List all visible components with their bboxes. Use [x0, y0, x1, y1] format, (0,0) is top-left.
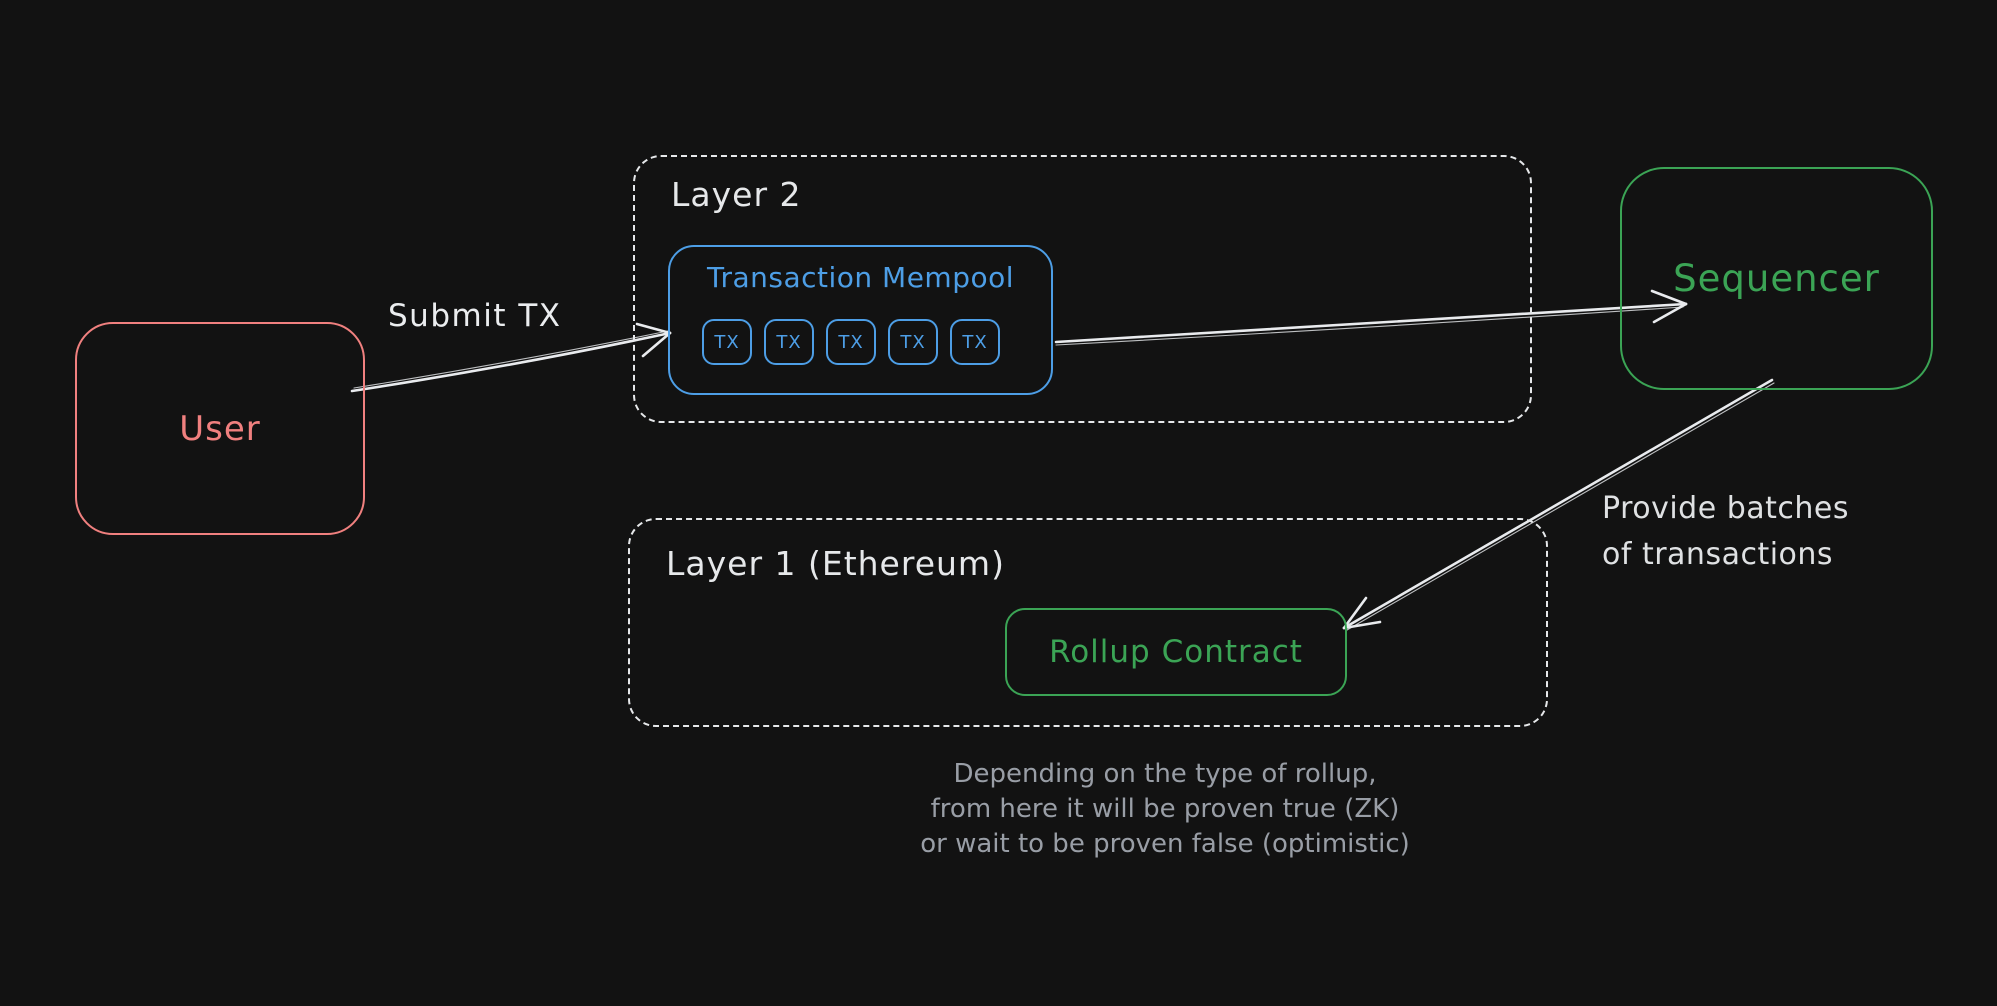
layer2-container: Layer 2	[633, 155, 1532, 423]
transaction-mempool-label: Transaction Mempool	[706, 261, 1015, 294]
tx-chip: TX	[702, 319, 752, 365]
user-box: User	[75, 322, 365, 535]
rollup-type-note: Depending on the type of rollup, from he…	[920, 759, 1410, 859]
tx-row: TX TX TX TX TX	[702, 319, 1000, 365]
provide-batches-edge-label: Provide batches of transactions	[1602, 491, 1850, 572]
tx-chip: TX	[888, 319, 938, 365]
layer2-label: Layer 2	[671, 175, 802, 214]
sequencer-box: Sequencer	[1620, 167, 1933, 390]
layer1-container: Layer 1 (Ethereum)	[628, 518, 1548, 727]
layer1-label: Layer 1 (Ethereum)	[666, 544, 1005, 583]
transaction-mempool-box: Transaction Mempool TX TX TX TX TX	[668, 245, 1053, 395]
submit-tx-edge-label: Submit TX	[388, 298, 562, 334]
tx-chip: TX	[950, 319, 1000, 365]
tx-chip: TX	[826, 319, 876, 365]
tx-chip: TX	[764, 319, 814, 365]
sequencer-label: Sequencer	[1673, 257, 1880, 300]
user-label: User	[179, 408, 261, 449]
submit-tx-arrow	[350, 322, 672, 393]
rollup-contract-label: Rollup Contract	[1049, 634, 1303, 670]
rollup-contract-box: Rollup Contract	[1005, 608, 1347, 696]
